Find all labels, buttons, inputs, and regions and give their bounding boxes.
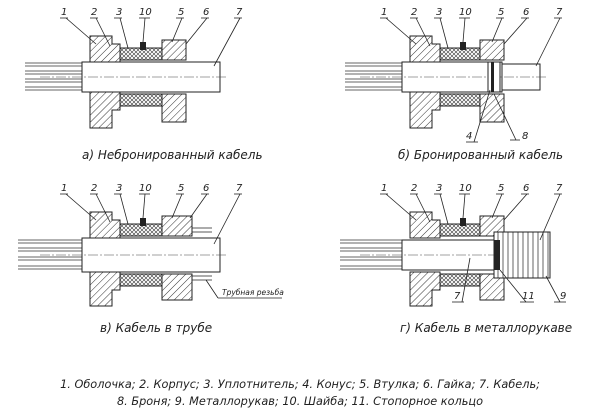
seal-lower bbox=[119, 93, 163, 107]
svg-text:7: 7 bbox=[556, 183, 563, 194]
svg-text:1: 1 bbox=[381, 183, 387, 194]
caption-b: б) Бронированный кабель bbox=[398, 148, 564, 162]
diagram-d: 1 2 3 10 5 6 7 7 11 9 bbox=[340, 183, 566, 307]
svg-text:10: 10 bbox=[459, 7, 472, 18]
diagram-b: 1 2 3 10 5 6 7 4 8 bbox=[345, 7, 563, 143]
svg-text:10: 10 bbox=[459, 183, 472, 194]
diagram-c: 1 2 3 10 5 6 7 Трубная резьба bbox=[18, 183, 284, 307]
body-lower bbox=[89, 91, 121, 129]
retaining-ring bbox=[494, 240, 500, 270]
armor bbox=[491, 62, 494, 92]
callout-2: 2 bbox=[91, 7, 97, 18]
callout-6: 6 bbox=[203, 7, 209, 18]
svg-text:7: 7 bbox=[236, 183, 243, 194]
svg-text:6: 6 bbox=[523, 7, 529, 18]
pipe-thread bbox=[192, 227, 212, 281]
svg-text:2: 2 bbox=[411, 183, 417, 194]
nut-lower bbox=[161, 93, 187, 123]
svg-text:6: 6 bbox=[523, 183, 529, 194]
callout-9: 9 bbox=[560, 291, 566, 302]
svg-text:3: 3 bbox=[116, 183, 122, 194]
diagram-a: 1 2 3 10 5 6 7 bbox=[25, 7, 243, 129]
svg-text:5: 5 bbox=[498, 7, 504, 18]
metal-hose bbox=[493, 231, 551, 279]
callout-4: 4 bbox=[466, 131, 472, 142]
wires bbox=[25, 62, 90, 91]
svg-text:10: 10 bbox=[139, 183, 152, 194]
svg-text:1: 1 bbox=[61, 183, 67, 194]
svg-text:5: 5 bbox=[178, 183, 184, 194]
svg-text:1: 1 bbox=[381, 7, 387, 18]
callout-8: 8 bbox=[522, 131, 528, 142]
callout-1: 1 bbox=[61, 7, 67, 18]
svg-text:5: 5 bbox=[498, 183, 504, 194]
callout-3: 3 bbox=[116, 7, 122, 18]
nut-upper bbox=[161, 39, 187, 61]
callout-5: 5 bbox=[178, 7, 184, 18]
pipe-thread-label: Трубная резьба bbox=[222, 288, 284, 297]
cable bbox=[81, 61, 221, 93]
caption-c: в) Кабель в трубе bbox=[100, 321, 213, 335]
caption-d: г) Кабель в металлорукаве bbox=[400, 321, 573, 335]
svg-text:3: 3 bbox=[436, 183, 442, 194]
body-upper bbox=[89, 35, 121, 63]
svg-text:3: 3 bbox=[436, 7, 442, 18]
svg-text:7: 7 bbox=[454, 291, 461, 302]
callout-10: 10 bbox=[139, 7, 152, 18]
caption-a: а) Небронированный кабель bbox=[82, 148, 263, 162]
svg-text:2: 2 bbox=[411, 7, 417, 18]
callout-7: 7 bbox=[236, 7, 243, 18]
svg-text:2: 2 bbox=[91, 183, 97, 194]
legend-line-1: 1. Оболочка; 2. Корпус; 3. Уплотнитель; … bbox=[60, 378, 540, 391]
svg-text:7: 7 bbox=[556, 7, 563, 18]
washer bbox=[140, 42, 146, 50]
legend-line-2: 8. Броня; 9. Металлорукав; 10. Шайба; 11… bbox=[116, 395, 483, 408]
svg-text:6: 6 bbox=[203, 183, 209, 194]
callout-11: 11 bbox=[522, 291, 535, 302]
